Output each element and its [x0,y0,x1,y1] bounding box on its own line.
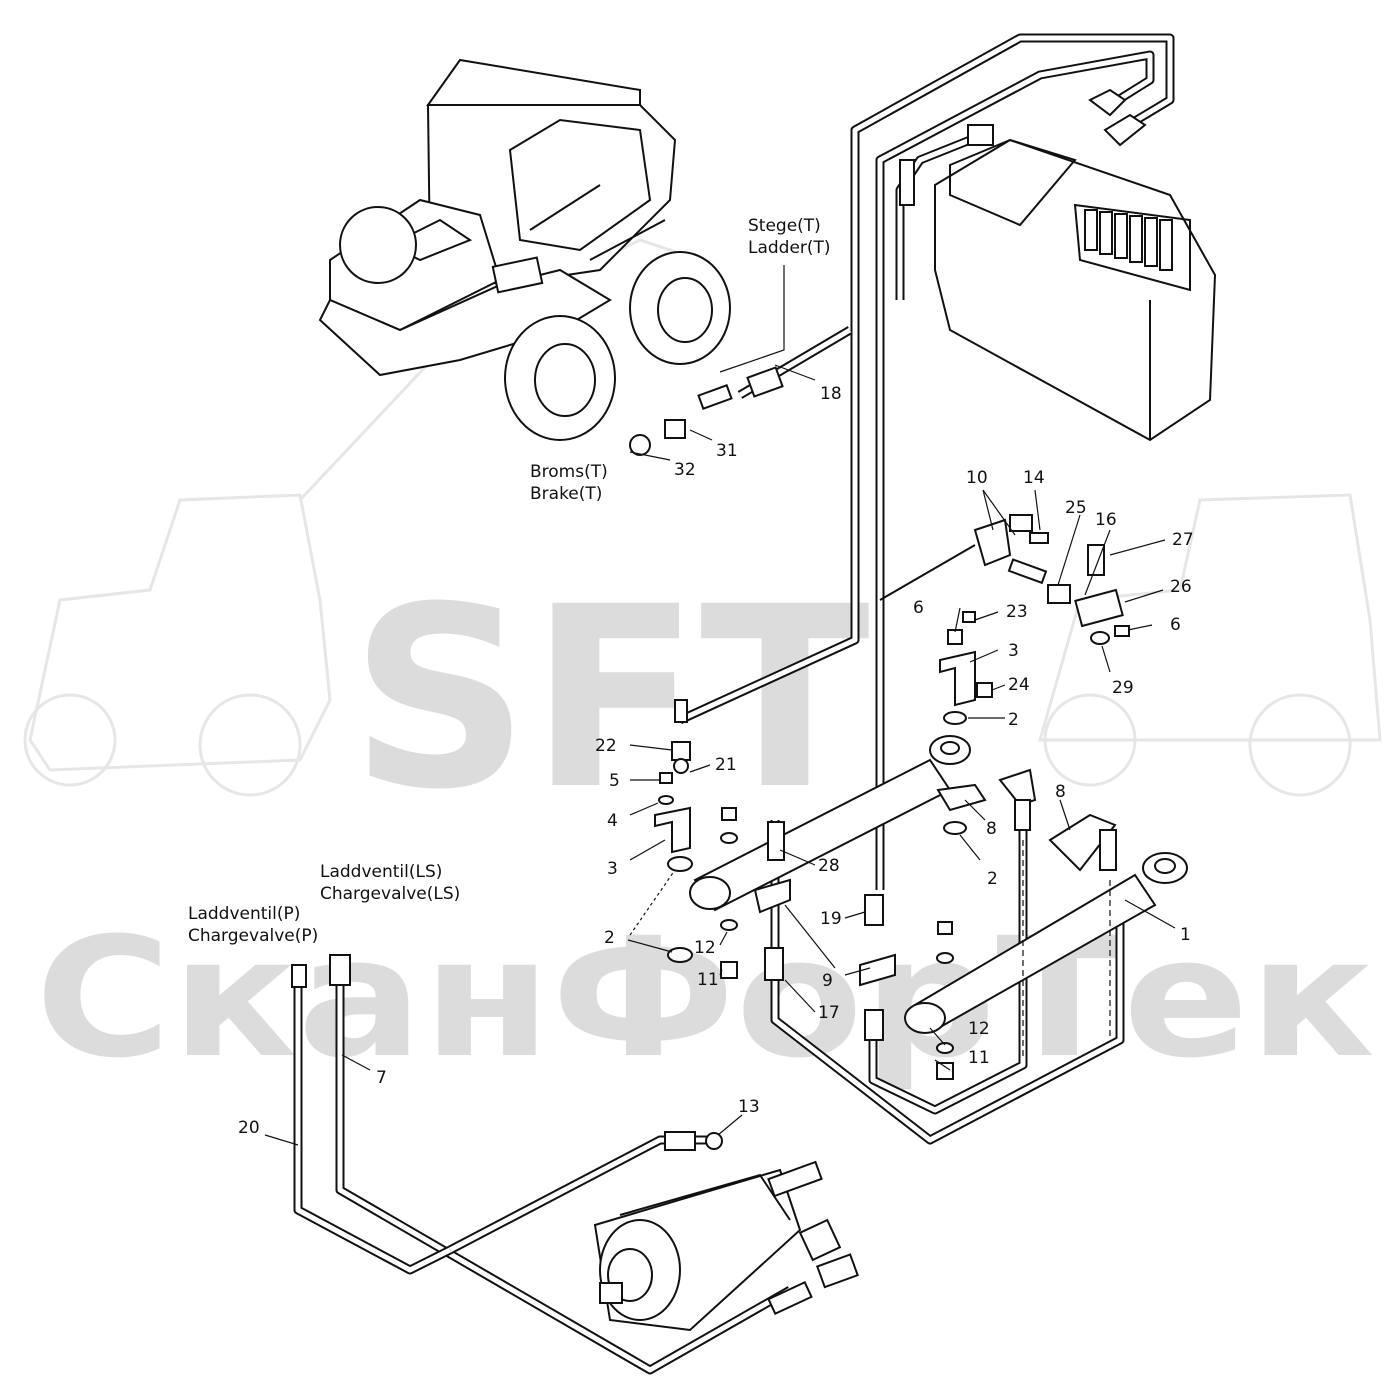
fittings [291,88,1147,1151]
part-number: 6 [913,598,924,618]
tank-cells [1084,209,1173,271]
cylinder-lower [904,840,1188,1060]
part-number: 23 [1006,602,1028,622]
part-number: 10 [966,468,988,488]
hydraulic-tank [934,138,1217,442]
part-number: 27 [1172,530,1194,550]
part-number: 9 [822,971,833,991]
part-number: 16 [1095,510,1117,530]
watermark-logo: SFT [350,553,870,844]
part-number: 26 [1170,577,1192,597]
part-number: 7 [376,1068,387,1088]
part-number: 8 [986,819,997,839]
part-number: 1 [1180,925,1191,945]
part-number: 17 [818,1003,840,1023]
part-number: 12 [694,938,716,958]
label-laddventil-p: Laddventil(P) [188,904,300,924]
part-number: 28 [818,856,840,876]
part-number: 19 [820,909,842,929]
watermark-brand: СканФорТек [35,902,1375,1094]
part-number: 22 [595,736,617,756]
label-ladder: Ladder(T) [748,238,831,258]
label-chargevalve-p: Chargevalve(P) [188,926,318,946]
leader-lines [264,265,1176,1146]
part-number: 32 [674,460,696,480]
part-number: 29 [1112,678,1134,698]
callout-labels: Stege(T) Ladder(T) Broms(T) Brake(T) Lad… [188,216,831,946]
part-number: 8 [1055,782,1066,802]
part-number: 5 [609,771,620,791]
label-brake: Brake(T) [530,484,602,504]
watermark-tractor-right [1038,493,1382,797]
label-broms: Broms(T) [530,462,608,482]
part-number: 3 [1008,641,1019,661]
part-number-labels: 1 2 2 2 2 3 3 3 4 5 6 6 7 8 8 9 10 11 11… [238,384,1194,1138]
label-laddventil-ls: Laddventil(LS) [320,862,442,882]
part-number: 25 [1065,498,1087,518]
part-number: 2 [604,928,615,948]
watermark: SFT СканФорТек [23,238,1382,1094]
part-number: 6 [1170,615,1181,635]
part-number: 21 [715,755,737,775]
part-number: 3 [607,859,618,879]
part-number: 14 [1023,468,1045,488]
label-stege: Stege(T) [748,216,821,236]
part-number: 31 [716,441,738,461]
part-number: 20 [238,1118,260,1138]
part-number: 18 [820,384,842,404]
part-number: 24 [1008,675,1030,695]
cylinder-upper [689,735,971,912]
part-number: 11 [968,1048,990,1068]
part-number: 2 [1008,710,1019,730]
part-number: 4 [607,811,618,831]
label-chargevalve-ls: Chargevalve(LS) [320,884,460,904]
forwarder-machine [318,58,731,441]
hydraulic-pump [593,1160,859,1332]
part-number: 13 [738,1097,760,1117]
part-number: 11 [697,970,719,990]
part-number: 12 [968,1019,990,1039]
part-number: 2 [987,869,998,889]
